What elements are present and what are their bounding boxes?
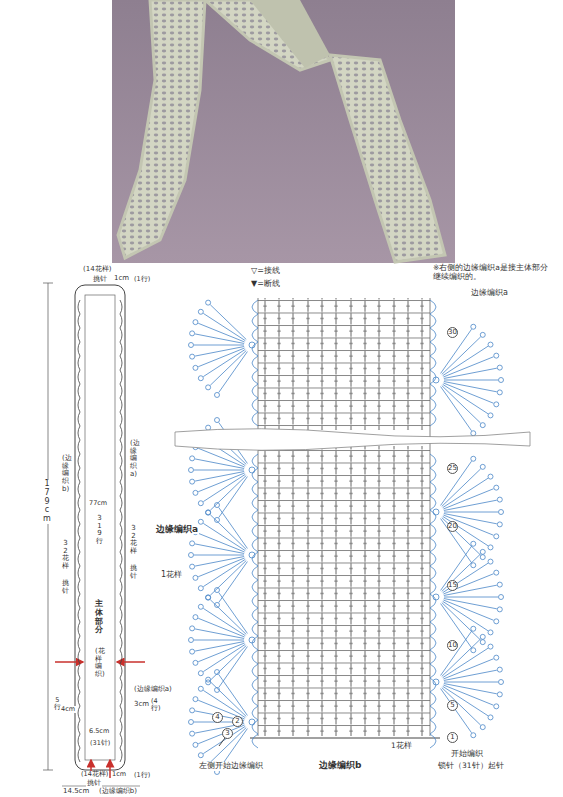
row-number: 20	[447, 521, 458, 532]
row-number: 25	[447, 463, 458, 474]
note: 开始编织	[450, 750, 484, 759]
note: ※右侧的边缘编织a是接主体部分继续编织的。	[432, 264, 556, 281]
row-number: 30	[447, 327, 458, 338]
dimension: 77cm	[88, 500, 108, 507]
row-number: 1	[447, 732, 458, 743]
dimension: (31针)	[89, 740, 111, 747]
dimension: (4行)	[150, 698, 159, 712]
callout-number: 3	[222, 728, 233, 739]
note: 左侧开始边缘编织	[198, 762, 264, 771]
section-label: 边缘编织a	[155, 524, 199, 534]
dimension: 1cm	[111, 771, 127, 778]
callout-number: 4	[212, 712, 223, 723]
dimension: 挑针	[129, 565, 138, 580]
dimension: 3cm	[133, 700, 150, 708]
part-name: (花样编织)	[94, 648, 103, 679]
dimension: 14.5cm	[62, 787, 90, 795]
section-label: (边缘编织b)	[61, 455, 70, 493]
section-label: 边缘编织a	[470, 288, 509, 297]
section-label: (边缘编织b)	[98, 787, 138, 795]
dimension: (1行)	[133, 772, 151, 779]
legend-note: ▼=断线	[250, 279, 281, 288]
dimension: 6.5cm	[88, 728, 110, 735]
note: 锁针（31针）起针	[437, 762, 505, 771]
dimension: 1cm	[113, 274, 130, 282]
dimension: 挑针	[92, 275, 108, 283]
dimension: 319行	[95, 515, 104, 546]
legend-note: ▽=接线	[250, 266, 281, 275]
callout-number: 2	[232, 716, 243, 727]
dimension: 挑针	[61, 580, 70, 595]
section-label: 边缘编织b	[318, 760, 362, 770]
dimension: 32花样	[129, 525, 138, 556]
dimension: (1行)	[133, 276, 151, 283]
section-label: (边缘编织a)	[133, 685, 173, 693]
dimension: 179cm	[42, 480, 52, 524]
dimension: 32花样	[61, 540, 70, 571]
dimension: 4cm	[60, 706, 76, 713]
row-number: 5	[447, 700, 458, 711]
dimension: (14花样)	[82, 265, 112, 273]
row-number: 15	[447, 580, 458, 591]
part-name: 主体部分	[94, 600, 104, 635]
row-number: 10	[447, 640, 458, 651]
dimension: (14花样)	[80, 771, 109, 778]
repeat-label: 1花样	[160, 570, 183, 579]
section-label: (边缘编织a)	[129, 440, 138, 478]
repeat-label: 1花样	[390, 742, 413, 751]
